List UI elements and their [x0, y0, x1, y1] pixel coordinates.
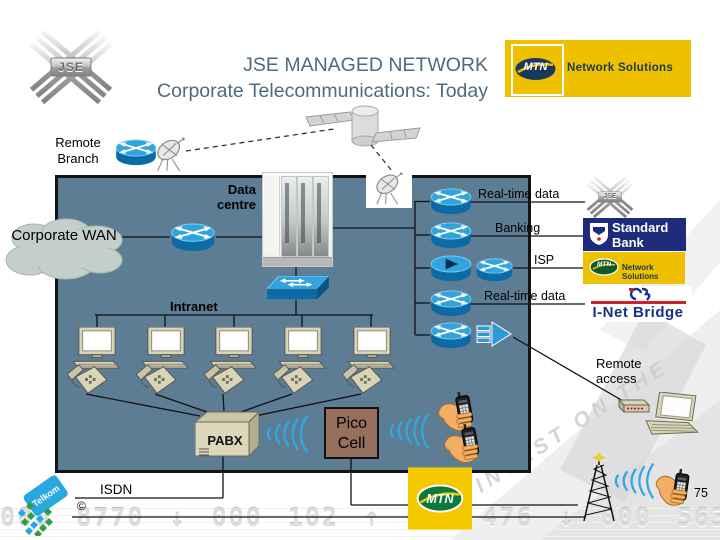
mtn-bottom-logo: MTN — [408, 467, 472, 530]
laptop-icon — [645, 392, 699, 435]
mtn-ns-oval-icon — [589, 258, 619, 276]
rack-door — [264, 176, 280, 255]
remote-branch-router-icon — [115, 139, 157, 166]
remote-branch-label: Remote Branch — [55, 135, 101, 166]
inet-bridge-logo — [585, 286, 692, 322]
copyright-symbol: © — [77, 499, 86, 513]
desk-phone-icon — [203, 362, 245, 396]
desk-phone-icon — [272, 362, 314, 396]
mtn-bottom-logo-text: MTN — [426, 492, 454, 506]
router-icon — [430, 222, 472, 249]
connection-label-banking: Banking — [495, 221, 541, 235]
wan-router-icon — [170, 223, 216, 252]
play-router-icon — [430, 255, 472, 282]
hand-phone-icon — [437, 419, 498, 472]
standard-bank-shield-icon — [590, 223, 608, 245]
router-icon — [430, 322, 472, 349]
jse-logo-text: JSE — [58, 60, 84, 74]
data-centre-label: Data centre — [216, 182, 256, 212]
desk-phone-icon — [135, 362, 177, 396]
telkom-logo: Telkom — [18, 475, 68, 536]
pabx-label: PABX — [207, 433, 242, 448]
router-icon — [430, 290, 472, 317]
mtn-ns-oval-text: MTN — [596, 261, 612, 268]
intranet-label: Intranet — [170, 299, 218, 314]
access-pipe-icon — [476, 321, 512, 347]
remote-branch-dish-icon — [154, 137, 187, 174]
switch-icon — [266, 276, 330, 300]
network-solutions-label: Network Solutions — [567, 62, 674, 74]
connection-label-realtime-1: Real-time data — [478, 187, 560, 201]
wireless-waves-icon — [383, 409, 437, 453]
mtn-oval-icon — [515, 58, 556, 80]
modem-icon — [617, 398, 650, 414]
mtn-logo-text: MTN — [523, 61, 548, 73]
wan-cloud-icon — [5, 218, 123, 280]
mtn-header-banner: MTN Network Solutions — [505, 40, 691, 97]
page-number: 75 — [694, 486, 708, 500]
standard-bank-text: Standard Bank — [612, 220, 669, 250]
mtn-logo-frame — [511, 44, 564, 96]
telkom-diamonds — [18, 502, 53, 536]
rack-base — [263, 257, 332, 266]
mtn-ns-label: Network Solutions — [622, 263, 659, 281]
title-line-1: JSE MANAGED NETWORK — [243, 54, 488, 76]
router-icon — [430, 188, 472, 215]
title-line-2: Corporate Telecommunications: Today — [157, 80, 488, 102]
ticker-watermark: 000 8770 ↓ 000 102 ↑ 000 476 ↓ 000 563 ↑… — [0, 503, 720, 537]
jse-small-logo-text: JSE — [603, 193, 617, 200]
datacentre-dish-icon — [372, 172, 406, 207]
isdn-label: ISDN — [100, 482, 133, 497]
connection-label-isp: ISP — [534, 253, 555, 267]
connection-label-realtime-2: Real-time data — [484, 289, 566, 303]
server-rack-photo — [262, 172, 333, 267]
cell-tower-icon — [583, 452, 615, 522]
slide-title: JSE MANAGED NETWORK Corporate Telecommun… — [140, 52, 488, 104]
router-icon — [476, 258, 513, 282]
rack-glass-panel — [297, 176, 313, 257]
desk-phone-icon — [66, 362, 108, 396]
pabx-box: PABX — [195, 411, 259, 458]
satellite-icon — [305, 105, 421, 147]
inet-bridge-rule — [591, 301, 686, 304]
pico-cell-box: Pico Cell — [324, 407, 379, 459]
wireless-waves-icon — [257, 413, 319, 455]
inet-bridge-glyph-icon — [629, 287, 651, 301]
desk-phone-icon — [341, 362, 383, 396]
corporate-wan-label: Corporate WAN — [11, 227, 117, 244]
inet-bridge-text: I-Net Bridge — [592, 304, 684, 321]
remote-access-label: Remote access — [596, 356, 642, 386]
rack-glass-panel — [313, 176, 329, 257]
rack-glass-panel — [281, 176, 297, 257]
